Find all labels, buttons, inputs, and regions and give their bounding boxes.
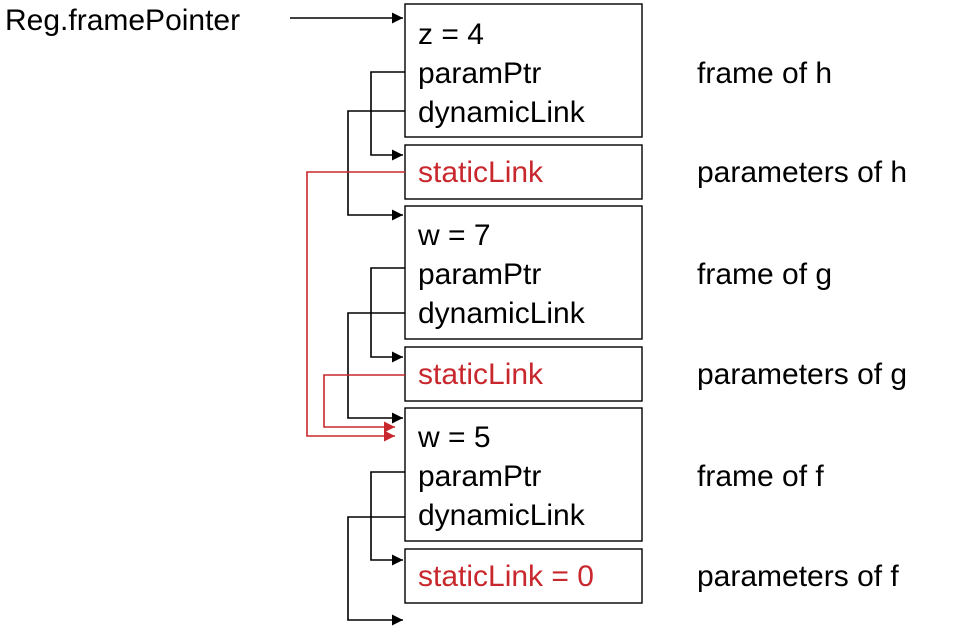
dynamic-link-arrow-h	[347, 110, 405, 221]
frame-g-param-ptr: paramPtr	[418, 258, 541, 291]
dynamic-link-arrow-f	[347, 516, 405, 626]
params-f-box	[404, 548, 643, 604]
frame-g-box	[404, 205, 643, 340]
params-h: staticLink parameters of h	[404, 144, 907, 200]
frame-h-label: frame of h	[697, 57, 832, 90]
static-link-arrow-g	[323, 374, 405, 433]
frame-h-box	[404, 3, 643, 138]
params-f-static-link: staticLink = 0	[418, 560, 594, 593]
param-ptr-arrow-f	[370, 471, 405, 566]
frame-f-box	[404, 407, 643, 542]
frame-h-local: z = 4	[418, 18, 484, 51]
params-f-label: parameters of f	[697, 560, 899, 593]
dynamic-link-arrow-g	[347, 312, 405, 424]
frame-h: z = 4 paramPtr dynamicLink frame of h	[404, 3, 832, 138]
frame-f-local: w = 5	[417, 421, 491, 454]
frame-h-param-ptr: paramPtr	[418, 57, 541, 90]
params-g-static-link: staticLink	[418, 358, 544, 391]
frame-h-dynamic-link: dynamicLink	[418, 96, 586, 129]
frame-g-label: frame of g	[697, 258, 832, 291]
frame-f-label: frame of f	[697, 460, 824, 493]
params-g: staticLink parameters of g	[404, 346, 907, 402]
params-h-label: parameters of h	[697, 156, 907, 189]
frame-g-local: w = 7	[417, 219, 491, 252]
static-link-arrow-h	[306, 171, 405, 442]
frame-f: w = 5 paramPtr dynamicLink frame of f	[404, 407, 824, 542]
params-g-label: parameters of g	[697, 358, 907, 391]
frame-pointer-label: Reg.framePointer	[5, 4, 240, 37]
params-h-static-link: staticLink	[418, 156, 544, 189]
frame-g: w = 7 paramPtr dynamicLink frame of g	[404, 205, 832, 340]
params-g-box	[404, 346, 643, 402]
frame-f-dynamic-link: dynamicLink	[418, 499, 586, 532]
params-f: staticLink = 0 parameters of f	[404, 548, 899, 604]
frame-g-dynamic-link: dynamicLink	[418, 297, 586, 330]
param-ptr-arrow-h	[370, 71, 405, 161]
frame-f-param-ptr: paramPtr	[418, 460, 541, 493]
